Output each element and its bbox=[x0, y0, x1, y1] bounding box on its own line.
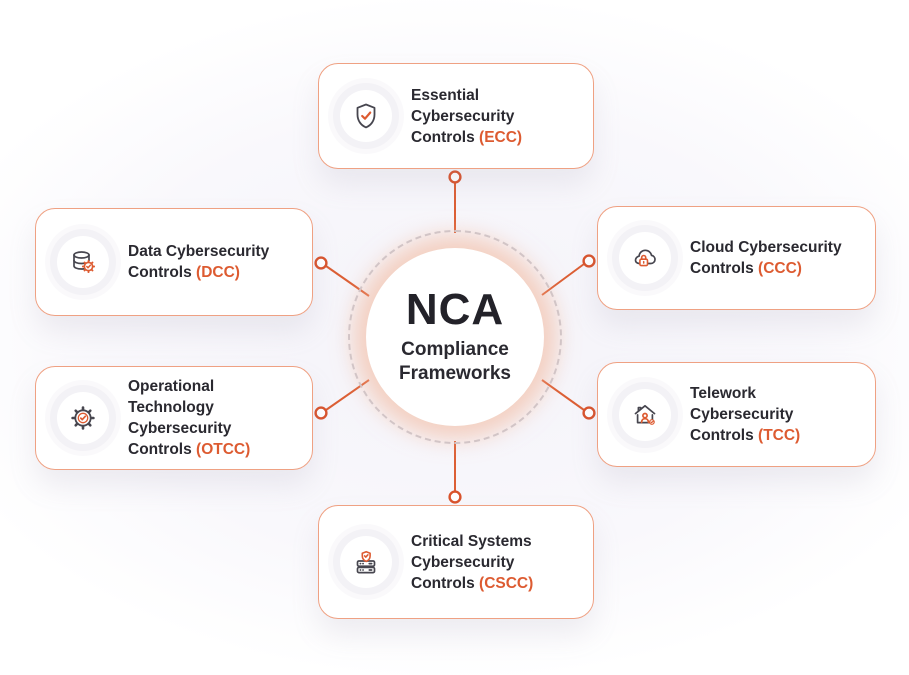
card-label: Telework Cybersecurity Controls (TCC) bbox=[690, 383, 861, 446]
card-label-text: Cloud Cybersecurity Controls bbox=[690, 239, 842, 277]
card-label-text: Telework Cybersecurity Controls bbox=[690, 385, 794, 444]
hub-heading: NCA bbox=[405, 285, 505, 335]
hub-dashed-ring bbox=[348, 230, 562, 444]
card-label-text: Data Cybersecurity Controls bbox=[128, 243, 270, 281]
framework-card-dcc: Data Cybersecurity Controls (DCC) bbox=[35, 208, 313, 316]
framework-card-tcc: Telework Cybersecurity Controls (TCC) bbox=[597, 362, 876, 467]
card-label: Data Cybersecurity Controls (DCC) bbox=[128, 241, 298, 283]
card-label: Essential Cybersecurity Controls (ECC) bbox=[411, 85, 579, 148]
framework-card-ccc: Cloud Cybersecurity Controls (CCC) bbox=[597, 206, 876, 310]
shield-check-icon bbox=[340, 90, 392, 142]
framework-card-otcc: Operational Technology Cybersecurity Con… bbox=[35, 366, 313, 470]
hub-subheading: Compliance Frameworks bbox=[399, 339, 511, 384]
card-code: (OTCC) bbox=[196, 441, 251, 458]
server-shield-icon bbox=[340, 536, 392, 588]
card-code: (DCC) bbox=[196, 264, 240, 281]
house-user-icon bbox=[619, 388, 671, 441]
hub-circle: NCA Compliance Frameworks bbox=[366, 248, 544, 426]
gear-check-icon bbox=[57, 392, 109, 444]
framework-card-ecc: Essential Cybersecurity Controls (ECC) bbox=[318, 63, 594, 169]
card-code: (TCC) bbox=[758, 427, 801, 444]
database-check-icon bbox=[57, 236, 109, 288]
card-label: Critical Systems Cybersecurity Controls … bbox=[411, 531, 579, 594]
card-code: (CCC) bbox=[758, 260, 802, 277]
cloud-lock-icon bbox=[619, 232, 671, 284]
card-code: (ECC) bbox=[479, 128, 523, 146]
card-code: (CSCC) bbox=[479, 574, 534, 592]
card-label: Cloud Cybersecurity Controls (CCC) bbox=[690, 237, 861, 279]
card-label-text: Critical Systems Cybersecurity Controls bbox=[411, 532, 532, 592]
card-label: Operational Technology Cybersecurity Con… bbox=[128, 376, 298, 460]
card-label-text: Operational Technology Cybersecurity Con… bbox=[128, 378, 232, 458]
card-label-text: Essential Cybersecurity Controls bbox=[411, 86, 515, 146]
framework-card-cscc: Critical Systems Cybersecurity Controls … bbox=[318, 505, 594, 619]
